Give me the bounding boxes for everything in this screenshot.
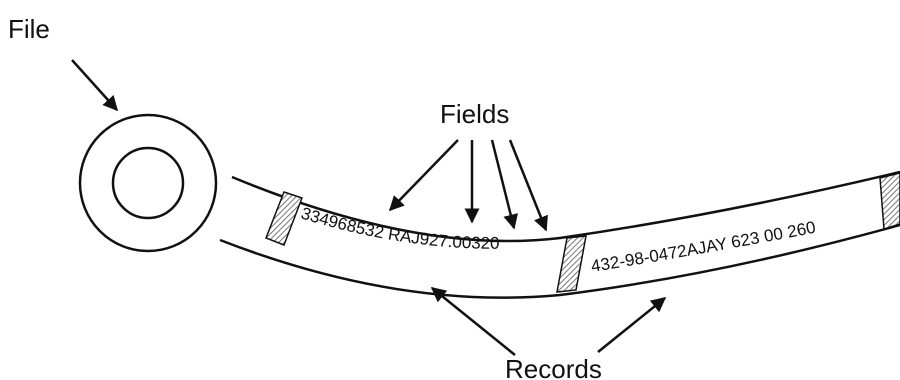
record-arrow-1 xyxy=(430,287,516,356)
field-arrow-1 xyxy=(388,139,459,212)
tape-band xyxy=(219,170,900,299)
record-separator xyxy=(879,172,900,230)
record-separator xyxy=(556,235,587,293)
file-arrow xyxy=(71,59,119,112)
records-label: Records xyxy=(505,354,602,380)
field-arrow-4 xyxy=(508,139,548,232)
fields-label: Fields xyxy=(440,99,509,129)
file-label: File xyxy=(8,14,50,44)
file-reel xyxy=(78,113,218,253)
record-arrow-2 xyxy=(597,297,667,353)
field-arrow-3 xyxy=(490,139,519,230)
record-separator xyxy=(265,191,303,246)
